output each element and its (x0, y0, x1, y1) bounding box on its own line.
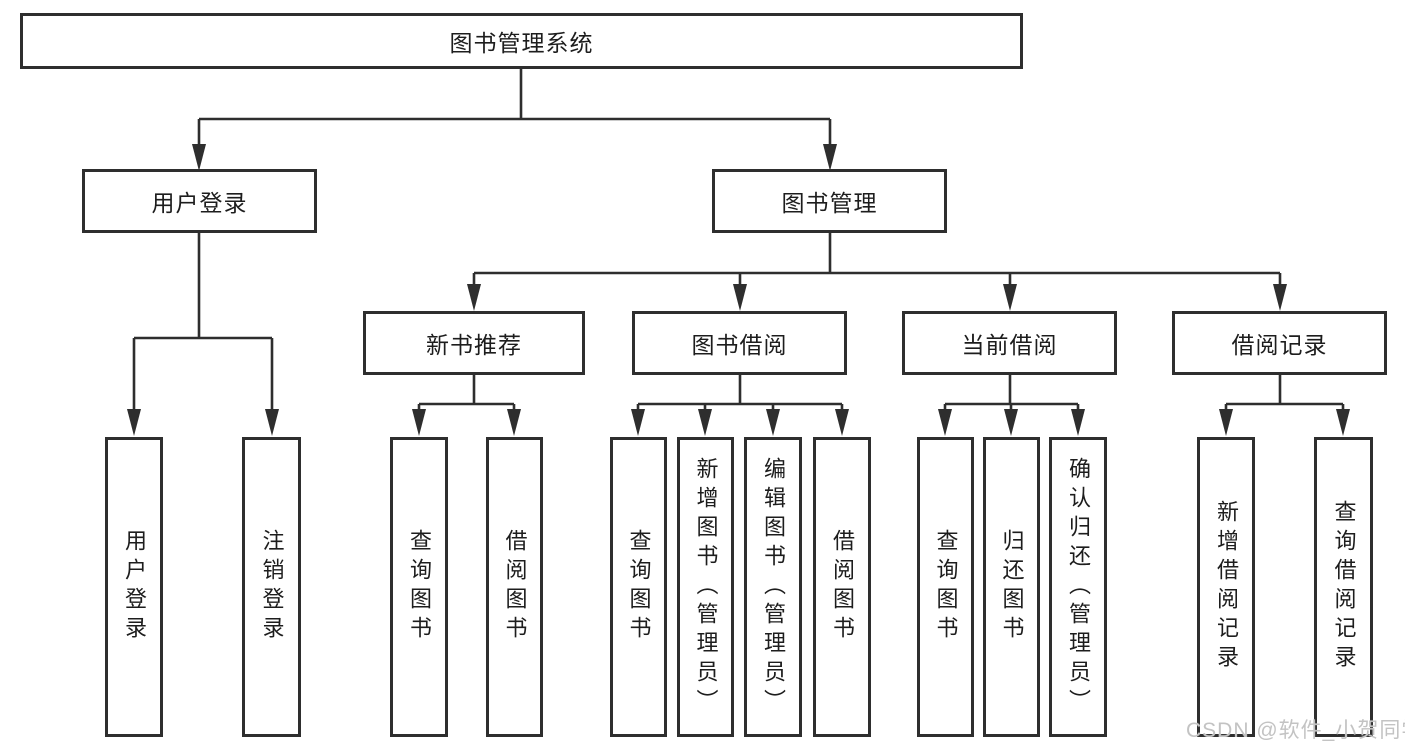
node-v-logout: 注销登录 (242, 437, 301, 737)
node-label: 查询图书 (407, 529, 432, 645)
node-v-user-login: 用户登录 (105, 437, 163, 737)
node-v-add-borrow-record: 新增借阅记录 (1197, 437, 1255, 737)
node-label: 图书借阅 (691, 332, 788, 358)
node-v-add-book-admin: 新增图书（管理员） (677, 437, 734, 737)
node-v-borrow-book-recommend: 借阅图书 (486, 437, 543, 737)
node-label: 新增借阅记录 (1214, 500, 1239, 674)
node-label: 编辑图书（管理员） (761, 456, 786, 718)
node-label: 归还图书 (999, 529, 1025, 645)
node-new-book-recommend: 新书推荐 (363, 311, 585, 375)
node-v-return-book: 归还图书 (983, 437, 1040, 737)
csdn-watermark: CSDN @软件_小贺同学 (1186, 719, 1405, 742)
node-user-login: 用户登录 (82, 169, 317, 233)
node-v-query-book-current: 查询图书 (917, 437, 974, 737)
node-label: 用户登录 (122, 529, 147, 645)
node-borrowing-records: 借阅记录 (1172, 311, 1387, 375)
node-label: 当前借阅 (961, 332, 1058, 358)
node-v-borrow-book: 借阅图书 (813, 437, 871, 737)
node-label: 查询图书 (933, 529, 959, 645)
node-v-confirm-return-admin: 确认归还（管理员） (1049, 437, 1107, 737)
node-v-query-book-borrow: 查询图书 (610, 437, 667, 737)
node-label: 查询图书 (626, 529, 652, 645)
node-label: 图书管理系统 (449, 30, 594, 56)
node-v-query-borrow-record: 查询借阅记录 (1314, 437, 1373, 737)
node-label: 查询借阅记录 (1331, 500, 1357, 674)
node-library-management-system: 图书管理系统 (20, 13, 1023, 69)
node-label: 注销登录 (259, 529, 285, 645)
node-v-query-book-recommend: 查询图书 (390, 437, 448, 737)
node-label: 新书推荐 (426, 332, 522, 358)
node-label: 用户登录 (151, 190, 248, 216)
node-current-borrowing: 当前借阅 (902, 311, 1117, 375)
arrowheads (127, 144, 1350, 436)
node-book-management: 图书管理 (712, 169, 947, 233)
node-label: 借阅记录 (1231, 332, 1328, 358)
node-book-borrowing: 图书借阅 (632, 311, 847, 375)
node-label: 借阅图书 (502, 529, 528, 645)
node-label: 图书管理 (781, 190, 878, 216)
node-label: 确认归还（管理员） (1066, 456, 1091, 718)
node-v-edit-book-admin: 编辑图书（管理员） (744, 437, 802, 737)
node-label: 借阅图书 (830, 529, 855, 645)
node-label: 新增图书（管理员） (693, 456, 719, 718)
